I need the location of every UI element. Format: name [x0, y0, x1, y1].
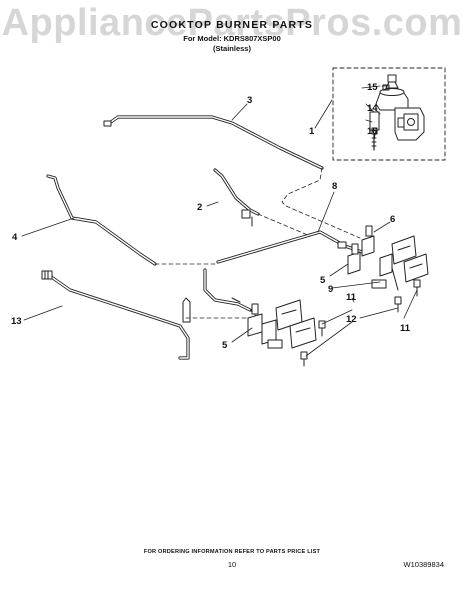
callout-2: 2 — [197, 202, 202, 213]
callout-16: 16 — [367, 126, 378, 137]
tube-part-4 — [46, 174, 157, 266]
finish-line: (Stainless) — [213, 44, 251, 53]
tube-part-3 — [103, 115, 324, 170]
callout-13: 13 — [11, 316, 22, 327]
page-title: COOKTOP BURNER PARTS — [150, 19, 314, 31]
callout-8: 8 — [332, 181, 337, 192]
callout-4: 4 — [12, 232, 18, 243]
tube-part-2 — [213, 168, 260, 227]
callout-5-lower: 5 — [222, 340, 228, 351]
tube-part-13 — [41, 270, 191, 360]
watermark: AppliancePartsPros.com — [1, 2, 463, 44]
burner-valves — [247, 225, 375, 337]
callout-9: 9 — [328, 284, 333, 295]
ignitor-bracket-upper — [371, 235, 429, 291]
manifold-part-8 — [203, 230, 364, 312]
callout-labels: 15 14 16 1 3 8 2 6 4 5 9 11 12 11 13 5 — [11, 82, 411, 351]
screws — [300, 279, 421, 367]
callout-1: 1 — [309, 126, 315, 137]
callout-14: 14 — [367, 103, 378, 114]
callout-3: 3 — [247, 95, 252, 106]
valve-assembly — [361, 74, 425, 151]
model-line: For Model: KDRS807XSP00 — [183, 34, 281, 43]
callout-5-upper: 5 — [320, 275, 326, 286]
page-number: 10 — [227, 560, 237, 569]
document-number: W10389834 — [403, 560, 444, 569]
leader-lines — [21, 85, 418, 357]
ignitor-bracket-lower — [261, 299, 317, 349]
callout-12: 12 — [346, 314, 357, 325]
callout-15: 15 — [367, 82, 378, 93]
callout-6: 6 — [390, 214, 395, 225]
ordering-note: FOR ORDERING INFORMATION REFER TO PARTS … — [143, 549, 321, 555]
callout-11-left: 11 — [346, 292, 357, 303]
connection-lines — [154, 167, 361, 319]
valve-inset-frame — [332, 67, 446, 161]
callout-11-right: 11 — [400, 323, 411, 334]
